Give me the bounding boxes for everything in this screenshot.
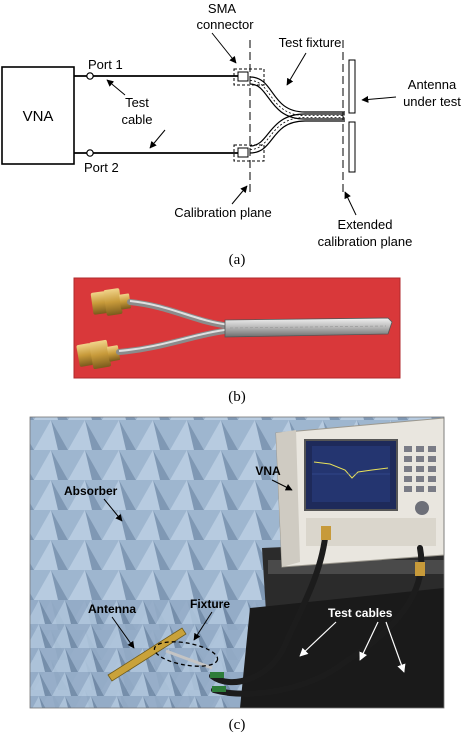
fixture-rod-photo [165, 649, 213, 670]
port-1-node [86, 72, 94, 80]
port-1-label: Port 1 [88, 57, 123, 72]
test-cable-arrow-2 [149, 129, 166, 149]
extended-calibration-label-1: Extended [338, 217, 393, 232]
antenna-label-1: Antenna [408, 77, 457, 92]
caption-a: (a) [229, 252, 246, 268]
test-cables-arrow-2 [359, 621, 379, 661]
antenna-element-lower [348, 121, 356, 173]
sma-connector-upper [90, 288, 131, 316]
photo-b: (b) [73, 277, 401, 405]
port-2-node [86, 149, 94, 157]
diagram-a: VNA Port 1 Port 2 Test cable SMA connect… [1, 1, 461, 268]
extended-calibration-label-2: calibration plane [318, 234, 413, 249]
calibration-plane-arrow [231, 185, 248, 205]
test-cable-photo-1 [209, 527, 329, 686]
antenna-dipole [107, 627, 187, 682]
vna-label: VNA [23, 108, 54, 125]
vna-trace [313, 461, 389, 479]
antenna-photo-label: Antenna [88, 602, 136, 616]
antenna-element-upper [348, 59, 356, 114]
vna-box [1, 66, 75, 165]
fixture-photo-arrow [193, 611, 213, 641]
vna-instrument [275, 417, 445, 568]
vna-photo-arrow [271, 479, 293, 491]
sma-connector-lower [76, 339, 121, 370]
sma-box-2 [233, 144, 265, 162]
test-cables-label: Test cables [328, 606, 393, 620]
vna-photo-label: VNA [255, 464, 281, 478]
fixture-path-upper [249, 76, 345, 113]
sma-box-1 [233, 68, 265, 86]
fixture-highlight-ellipse [153, 641, 219, 667]
test-cables-arrow-1 [299, 621, 337, 657]
antenna-label-2: under test [403, 94, 461, 109]
test-cable-photo-2 [211, 545, 425, 697]
test-fixture-arrow [286, 52, 307, 86]
sma-label-2: connector [196, 17, 254, 32]
sma-label-1: SMA [208, 1, 237, 16]
absorber-arrow [103, 498, 123, 522]
antenna-photo-arrow [111, 616, 135, 649]
caption-c: (c) [229, 717, 246, 733]
test-cable-arrow-1 [106, 79, 126, 96]
test-cables-arrow-3 [385, 621, 406, 673]
antenna-arrow [361, 95, 397, 103]
caption-b: (b) [228, 389, 246, 405]
photo-c: VNA Absorber Antenna Fixture Test cables… [29, 416, 445, 733]
sma-arrow [211, 32, 237, 64]
fixture-photo-label: Fixture [190, 597, 230, 611]
port-2-label: Port 2 [84, 160, 119, 175]
absorber-label: Absorber [64, 484, 118, 498]
fixture-path-lower [249, 120, 345, 154]
calibration-plane-label: Calibration plane [174, 205, 272, 220]
extended-calibration-arrow [344, 191, 357, 216]
test-cable-label-2: cable [121, 112, 152, 127]
fixture-rod [224, 317, 393, 338]
test-cable-label-1: Test [125, 95, 149, 110]
test-fixture-label: Test fixture [279, 35, 342, 50]
